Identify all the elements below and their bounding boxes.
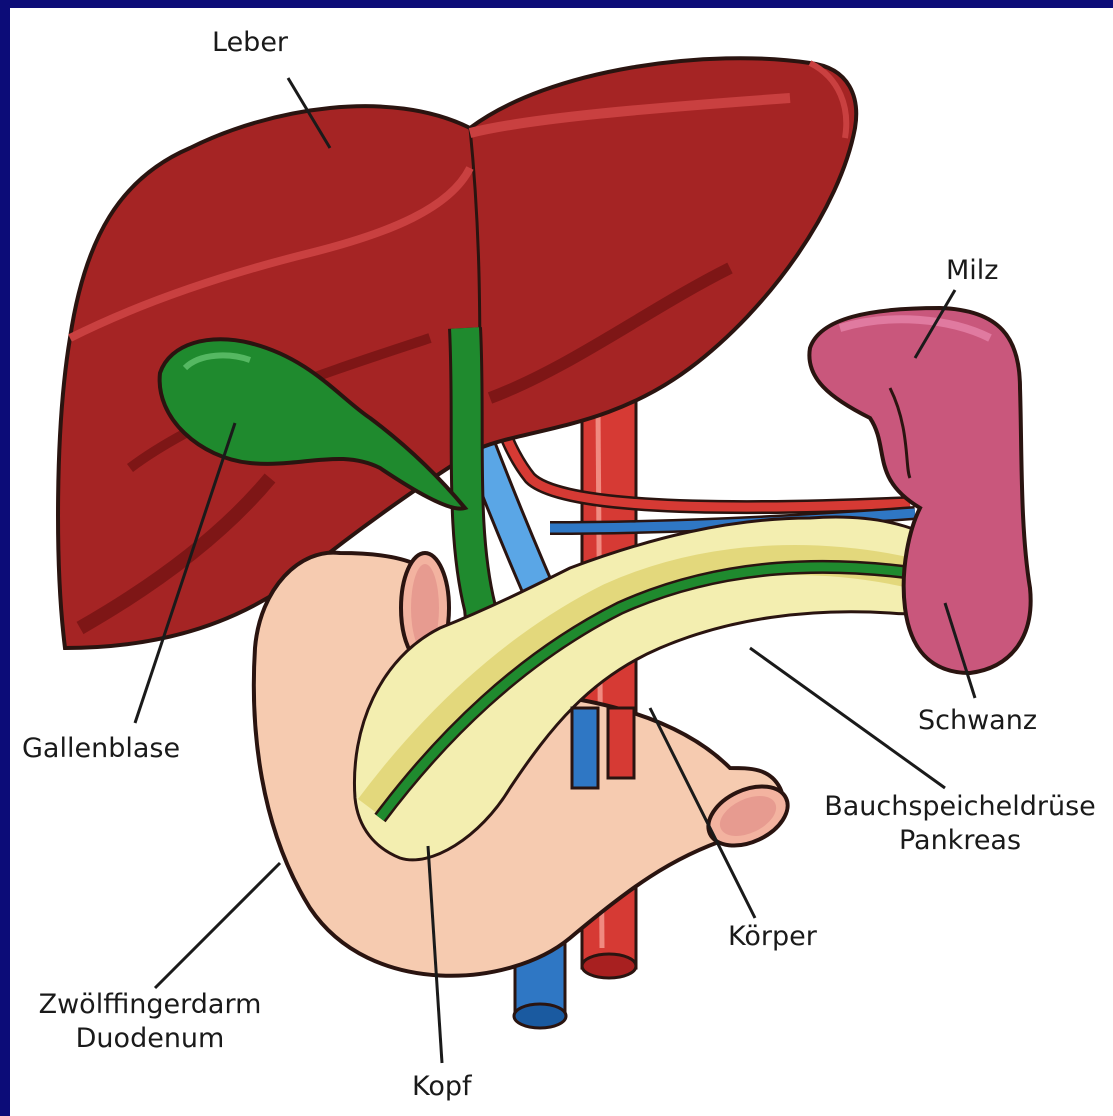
label-pankreas-line2: Pankreas <box>815 824 1105 858</box>
leader-bauchspeicheldruese <box>750 648 945 788</box>
label-zwoelffingerdarm: Zwölffingerdarm Duodenum <box>20 988 280 1056</box>
label-kopf: Kopf <box>412 1070 472 1104</box>
label-duodenum-line2: Duodenum <box>20 1022 280 1056</box>
label-leber: Leber <box>212 26 288 60</box>
leader-zwoelffingerdarm <box>155 863 280 988</box>
label-gallenblase: Gallenblase <box>22 732 180 766</box>
diagram-panel: Leber Milz Gallenblase Schwanz Bauchspei… <box>10 8 1113 1116</box>
label-koerper: Körper <box>728 920 817 954</box>
label-bauchspeicheldruese: Bauchspeicheldrüse Pankreas <box>815 790 1105 858</box>
label-zwoelffingerdarm-line1: Zwölffingerdarm <box>20 988 280 1022</box>
anatomy-illustration <box>10 8 1113 1116</box>
label-milz: Milz <box>946 254 998 288</box>
spleen <box>809 308 1030 673</box>
label-schwanz: Schwanz <box>918 704 1037 738</box>
label-bauchspeicheldruese-line1: Bauchspeicheldrüse <box>815 790 1105 824</box>
